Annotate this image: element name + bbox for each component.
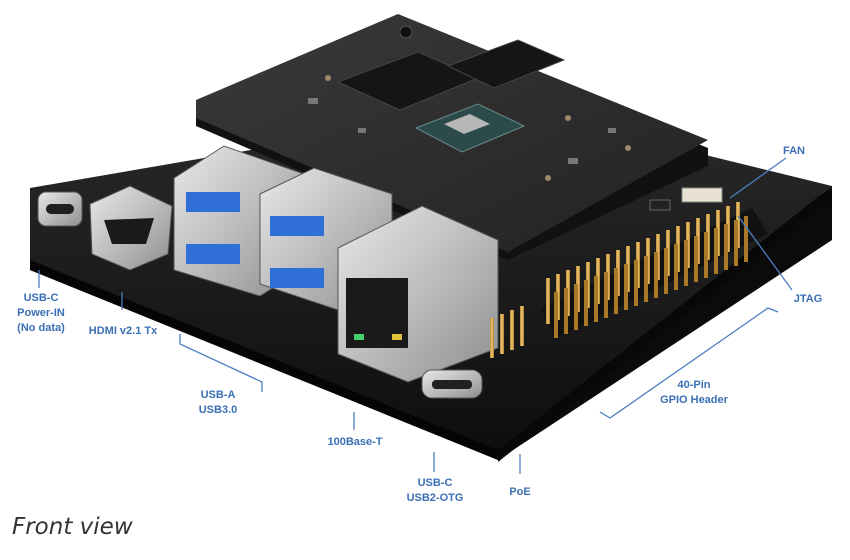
jtag-header: [649, 199, 671, 211]
leader-gpio: [599, 307, 779, 419]
board-illustration: [30, 14, 832, 474]
soc-chip: [414, 103, 526, 153]
callout-line: JTAG: [793, 293, 823, 305]
callout-line: USB-A: [200, 389, 236, 401]
callout-line: FAN: [783, 145, 805, 157]
callout-line: Power-IN: [17, 307, 65, 319]
callout-line: HDMI v2.1 Tx: [88, 325, 158, 337]
callout-line: USB3.0: [198, 404, 238, 416]
callout-hdmi: HDMI v2.1 Tx: [78, 324, 168, 339]
callout-line: PoE: [509, 486, 531, 498]
callout-gpio: 40-Pin GPIO Header: [654, 378, 734, 408]
poe-header: [490, 306, 524, 358]
callout-line: USB2-OTG: [406, 492, 464, 504]
callout-poe: PoE: [500, 485, 540, 500]
compute-module: [196, 14, 708, 260]
figure-caption: Front view: [12, 514, 133, 540]
product-figure: USB-C Power-IN (No data) HDMI v2.1 Tx US…: [8, 8, 842, 514]
leader-fan: [729, 157, 787, 199]
callout-line: 40-Pin: [677, 379, 711, 391]
callout-line: (No data): [17, 322, 65, 334]
leader-jtag: [737, 215, 793, 291]
callout-usbc-power: USB-C Power-IN (No data): [8, 291, 74, 336]
callout-line: GPIO Header: [660, 394, 728, 406]
callout-leaders: [38, 157, 793, 474]
usbc-otg-port: [421, 369, 483, 399]
memory-chip: [446, 39, 566, 89]
callout-usba: USB-A USB3.0: [188, 388, 248, 418]
leader-usba: [179, 334, 263, 392]
hdmi-port: [89, 185, 173, 271]
callout-line: 100Base-T: [327, 436, 383, 448]
ethernet-port: [337, 205, 499, 383]
callout-usbc-otg: USB-C USB2-OTG: [400, 476, 470, 506]
callout-line: USB-C: [417, 477, 453, 489]
gpio-header: [540, 202, 768, 338]
usbc-power-port: [37, 191, 83, 227]
callout-line: USB-C: [23, 292, 59, 304]
callout-fan: FAN: [774, 144, 814, 159]
callout-jtag: JTAG: [788, 292, 828, 307]
callout-ethernet: 100Base-T: [318, 435, 392, 450]
fan-connector: [681, 187, 723, 203]
